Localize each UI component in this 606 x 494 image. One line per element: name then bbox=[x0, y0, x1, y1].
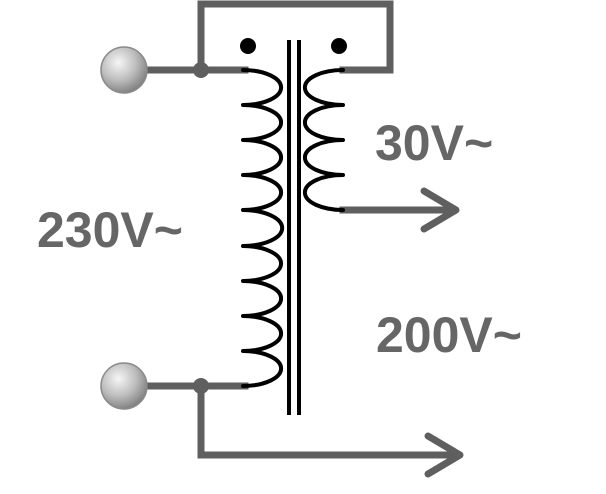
junctions bbox=[193, 62, 209, 394]
terminal-top bbox=[100, 46, 148, 94]
arrow-head-secondary bbox=[420, 187, 460, 233]
polarity-dots bbox=[240, 38, 347, 54]
arrows bbox=[420, 187, 464, 478]
terminal-bottom bbox=[100, 362, 148, 410]
bottom-output-wire bbox=[197, 382, 456, 459]
terminals bbox=[100, 46, 148, 410]
primary-voltage-label: 230V~ bbox=[37, 202, 183, 258]
polarity-dot-secondary bbox=[331, 38, 347, 54]
junction-bottom bbox=[193, 378, 209, 394]
secondary-voltage-label-200v: 200V~ bbox=[376, 307, 522, 363]
polarity-dot-primary bbox=[240, 38, 256, 54]
junction-top bbox=[193, 62, 209, 78]
wiring bbox=[144, 0, 456, 459]
top-loop-wire bbox=[197, 0, 394, 74]
secondary-voltage-label-30v: 30V~ bbox=[375, 115, 493, 171]
transformer-core bbox=[287, 40, 301, 415]
primary-coil bbox=[241, 68, 285, 388]
secondary-coil bbox=[302, 68, 345, 212]
arrow-head-bottom bbox=[424, 432, 464, 478]
